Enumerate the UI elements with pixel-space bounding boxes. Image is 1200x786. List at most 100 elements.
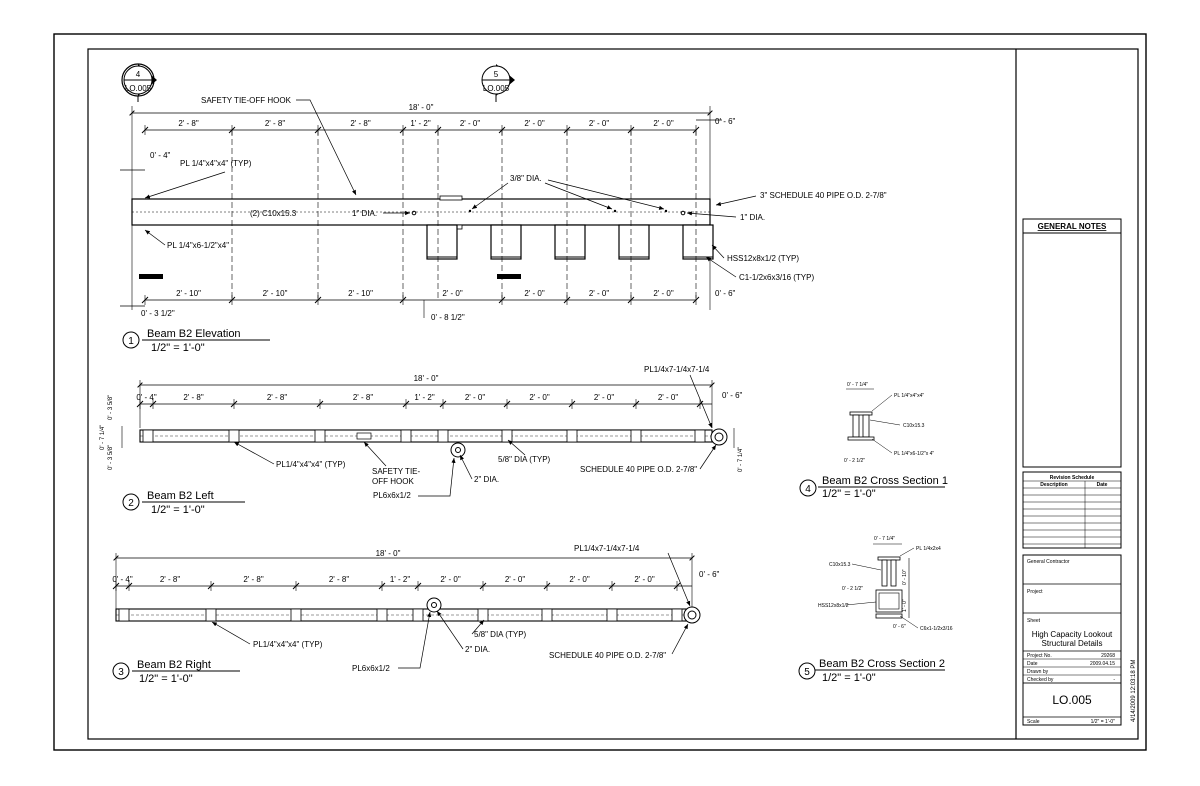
dim-label: 2' - 0" [505, 575, 526, 584]
section-marker-bar [497, 274, 521, 279]
sec-note: 1' - 0" [902, 599, 908, 612]
sec-note: 0' - 2 1/2" [842, 586, 863, 592]
dim-label: 2' - 0" [594, 393, 615, 402]
view-number: 3 [118, 667, 124, 678]
dim-label: 2' - 8" [329, 575, 350, 584]
view-number: 5 [804, 667, 810, 678]
sec-note: C6x1-1/2x3/16 [920, 626, 953, 632]
section-callout-4[interactable]: 4 LO.005 [121, 63, 157, 102]
stiffener-plate [228, 429, 240, 443]
sec-note: PL 1/4x2x4 [916, 546, 941, 552]
dim-label: 2' - 0" [653, 289, 674, 298]
dim-label: 1' - 2" [414, 393, 435, 402]
dim-label: 2' - 10" [263, 289, 288, 298]
dim-label: 2' - 8" [178, 119, 199, 128]
project-label: Project [1027, 589, 1043, 595]
side-dim: 0' - 7 1/4" [738, 447, 744, 472]
note-pl-end: PL1/4x7-1/4x7-1/4 [574, 544, 640, 553]
note-safety: OFF HOOK [372, 477, 414, 486]
view-cross-section-2: 0' - 7 1/4" PL 1/4x2x4 C10x15.3 0' - 2 1… [798, 536, 953, 684]
side-dim: 0' - 3 5/8" [108, 395, 114, 420]
stiffener-plate [541, 608, 553, 622]
view-beam-left: 18' - 0" 0' - 4"2' - 8"2' - 8"2' - 8"1' … [100, 365, 744, 516]
sec-note: HSS12x8x1/2 [818, 603, 849, 609]
side-dim: 0' - 7 1/4" [100, 425, 106, 450]
dim-label: 2' - 0" [589, 119, 610, 128]
tb-row-label: Checked by [1027, 677, 1054, 683]
section-marker-bar [139, 274, 163, 279]
dim-label: 2' - 8" [265, 119, 286, 128]
sec-note: PL 1/4"x6-1/2"x 4" [894, 451, 934, 457]
sec-note: 0' - 7 1/4" [874, 536, 895, 542]
stiffener-plate [671, 608, 683, 622]
sec-note: 0' - 2 1/2" [844, 458, 865, 464]
sheet-title-line2: Structural Details [1042, 639, 1103, 648]
stiffener-plate [606, 608, 618, 622]
view-scale: 1/2" = 1'-0" [151, 504, 205, 516]
title-block: GENERAL NOTES Revision Schedule Descript… [1022, 218, 1137, 726]
note-dia2: 2" DIA. [465, 645, 490, 654]
view-number: 4 [805, 484, 811, 495]
callout-number: 5 [494, 70, 499, 79]
dim-label: 2' - 0" [529, 393, 550, 402]
dim-label: 2' - 0" [569, 575, 590, 584]
view-title: Beam B2 Cross Section 1 [822, 475, 948, 487]
view-beam-elevation: 18' - 0" 2' - 8"2' - 8"2' - 8"1' - 2"2' … [120, 96, 887, 354]
view-title: Beam B2 Right [137, 659, 211, 671]
dim-overall: 18' - 0" [409, 103, 434, 112]
view-number: 1 [128, 336, 134, 347]
note-dia1-right: 1" DIA. [740, 213, 765, 222]
stiffener-plate [142, 429, 154, 443]
note-pipe: SCHEDULE 40 PIPE O.D. 2-7/8" [580, 465, 697, 474]
stiffener-plate [412, 608, 424, 622]
note-pl-typ: PL1/4"x4"x4" (TYP) [253, 640, 323, 649]
stiffener-plate [566, 429, 578, 443]
dim-label: 2' - 0" [658, 393, 679, 402]
inner-border [87, 48, 1139, 740]
stiffener-plate [501, 429, 513, 443]
view-scale: 1/2" = 1'-0" [139, 673, 193, 685]
rev-col-desc: Description [1040, 482, 1068, 488]
dim-label: 2' - 0" [442, 289, 463, 298]
dim-label: 2' - 8" [243, 575, 264, 584]
note-dia2: 2" DIA. [474, 475, 499, 484]
plot-timestamp: 4/14/2009 12:03:18 PM [1131, 660, 1137, 722]
stiffener-plate [205, 608, 217, 622]
view-title: Beam B2 Left [147, 490, 214, 502]
dim-label: 0' - 4" [136, 393, 157, 402]
dim-label: 2' - 0" [460, 119, 481, 128]
stiffener-plate [694, 429, 706, 443]
view-beam-right: 18' - 0" 0' - 4"2' - 8"2' - 8"2' - 8"1' … [112, 544, 719, 685]
sec-note: 0' - 7 1/4" [847, 382, 868, 388]
stiffener-plate [118, 608, 130, 622]
note-pl6: PL6x6x1/2 [373, 491, 411, 500]
revision-schedule-title: Revision Schedule [1050, 475, 1095, 481]
dim-overall: 18' - 0" [414, 374, 439, 383]
general-notes-title: GENERAL NOTES [1038, 222, 1107, 231]
scale-label: Scale [1027, 719, 1040, 725]
note-hss: HSS12x8x1/2 (TYP) [727, 254, 799, 263]
callout-sheet: LO.005 [483, 84, 510, 93]
view-number: 2 [128, 498, 134, 509]
note-pl-top: PL 1/4"x4"x4" (TYP) [180, 159, 252, 168]
callout-sheet: LO.005 [125, 84, 152, 93]
note-safety: SAFETY TIE- [372, 467, 420, 476]
stiffener-plate [437, 429, 449, 443]
stiffener-plate [290, 608, 302, 622]
note-pl-end: PL1/4x7-1/4x7-1/4 [644, 365, 710, 374]
dim-label: 2' - 0" [465, 393, 486, 402]
hss-stubs [426, 224, 714, 260]
scale-value: 1/2" = 1'-0" [1091, 719, 1116, 725]
outer-border [53, 33, 1147, 751]
dim-label: 2' - 0" [634, 575, 655, 584]
sheet-label: Sheet [1027, 618, 1041, 624]
sheet-number: LO.005 [1052, 693, 1092, 707]
tb-row-label: Date [1027, 661, 1038, 667]
dim-label: 1' - 2" [410, 119, 431, 128]
section-callout-5[interactable]: 5 LO.005 [481, 64, 515, 102]
note-pl-bottom: PL 1/4"x6-1/2"x4" [167, 241, 229, 250]
dim-mid-bottom: 0' - 8 1/2" [431, 313, 465, 322]
dim-left-top: 0' - 4" [150, 151, 171, 160]
dim-right: 0' - 6" [699, 570, 720, 579]
stiffener-plate [477, 608, 489, 622]
